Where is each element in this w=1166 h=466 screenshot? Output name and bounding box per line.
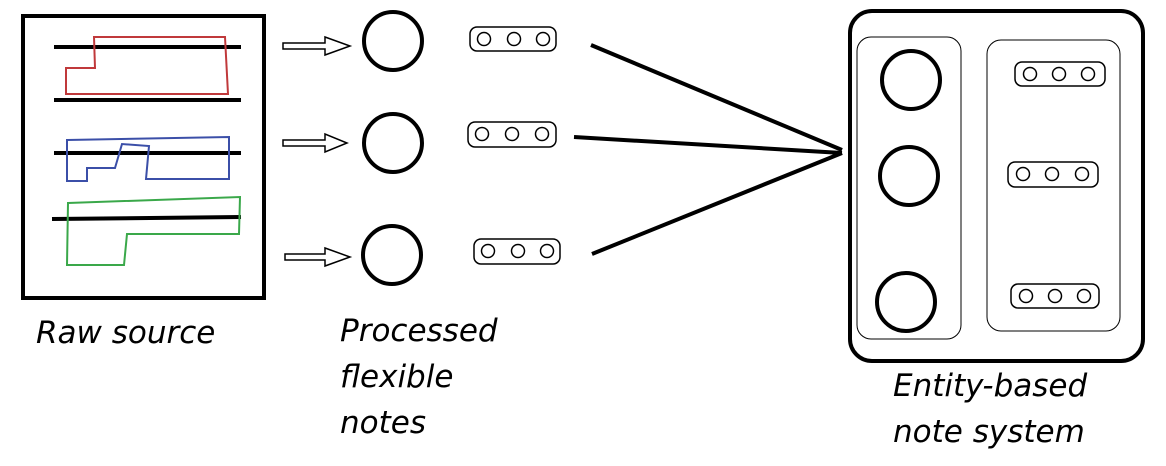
text-line <box>51 215 242 221</box>
circle-icon <box>362 10 424 72</box>
processed-circles <box>361 10 424 286</box>
arrows <box>282 35 353 268</box>
processed-notes-label: Processed flexible notes <box>340 316 498 454</box>
connector-line <box>573 135 843 155</box>
processed-label-line: Processed <box>340 313 498 349</box>
hollow-right-arrow-icon <box>284 246 353 268</box>
raw-source-text: Raw source <box>36 315 216 351</box>
connector-line <box>590 43 843 152</box>
processed-label-line: notes <box>340 405 426 441</box>
circle-icon <box>878 145 940 207</box>
region-outline-blue <box>66 135 230 182</box>
connector-line <box>591 151 843 256</box>
converging-lines <box>573 43 843 256</box>
entity-label-line: Entity-based <box>893 368 1088 404</box>
processed-label-line: flexible <box>340 359 454 395</box>
circle-icon <box>880 49 942 111</box>
raw-source-panel <box>21 14 266 300</box>
hollow-right-arrow-icon <box>282 35 353 57</box>
circle-icon <box>875 271 937 333</box>
three-dot-pill-icon <box>473 238 561 265</box>
entity-system-panel <box>848 9 1145 363</box>
hollow-right-arrow-icon <box>282 132 349 154</box>
circle-icon <box>362 112 424 174</box>
circle-icon <box>361 224 423 286</box>
entity-system-frame <box>848 9 1145 363</box>
three-dot-pill-icon <box>467 121 557 148</box>
three-dot-pill-icon <box>1007 161 1099 188</box>
three-dot-pill-icon <box>1010 283 1100 309</box>
raw-source-label: Raw source <box>36 318 215 364</box>
three-dot-pill-icon <box>469 26 557 52</box>
three-dot-pill-icon <box>1014 61 1106 87</box>
region-outline-green <box>65 195 242 266</box>
notes-column <box>986 39 1121 332</box>
processed-pills <box>467 26 561 265</box>
entity-column <box>856 36 962 340</box>
entity-label-line: note system <box>893 414 1085 450</box>
region-outline-red <box>65 36 230 95</box>
raw-source-frame <box>21 14 266 300</box>
entity-system-label: Entity-based note system <box>893 371 1087 463</box>
